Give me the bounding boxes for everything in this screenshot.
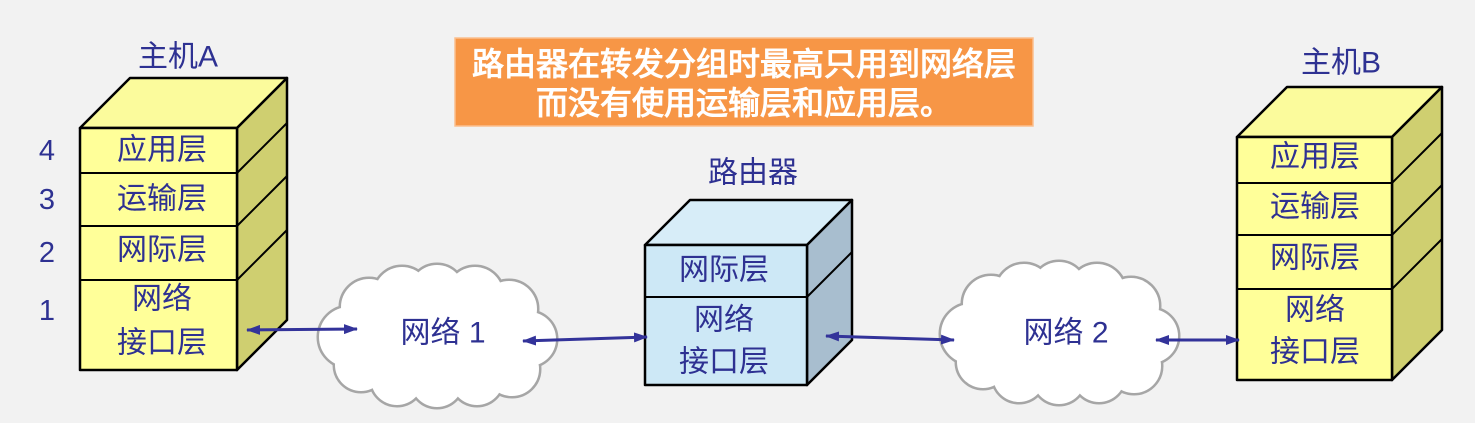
host-b-layer-divider (1237, 238, 1443, 290)
links (246, 324, 1240, 346)
router-network-interface-layer-line-1: 网络 (694, 304, 754, 337)
network-1-label: 网络 1 (400, 317, 485, 350)
router: 路由器 网际层 网络 接口层 (643, 157, 854, 387)
host-b-application-layer: 应用层 (1270, 141, 1360, 174)
host-a-transport-layer: 运输层 (117, 183, 207, 216)
host-b-network-interface-layer-line-1: 网络 (1285, 294, 1345, 327)
host-b: 主机B 应用层 运输层 网际层 网络 接口层 (1235, 47, 1444, 382)
host-b-layer-divider (1237, 184, 1443, 236)
router-layer-divider (645, 251, 853, 298)
router-label: 路由器 (708, 157, 798, 190)
host-a-layer-divider (80, 175, 288, 227)
host-a-side-face (235, 76, 289, 372)
host-b-text: 主机B 应用层 运输层 网际层 网络 接口层 (1270, 47, 1381, 369)
layer-number-2: 2 (39, 237, 55, 269)
router-text: 路由器 网际层 网络 接口层 (679, 157, 798, 379)
title-text-group: 路由器在转发分组时最高只用到网络层 而没有使用运输层和应用层。 (472, 46, 1016, 121)
arrow-router-network-2 (825, 331, 955, 345)
title-line-2: 而没有使用运输层和应用层。 (536, 85, 952, 121)
network-1: 网络 1 (319, 265, 556, 407)
layer-numbers: 4 3 2 1 (39, 135, 55, 327)
host-b-side-face (1390, 85, 1444, 382)
layer-number-3: 3 (39, 184, 55, 216)
host-b-transport-layer: 运输层 (1270, 191, 1360, 224)
router-front-face (643, 243, 809, 387)
host-a-text: 主机A 应用层 运输层 网际层 网络 接口层 (117, 41, 218, 360)
layer-number-1: 1 (39, 295, 55, 327)
router-internet-layer: 网际层 (679, 254, 769, 287)
layer-number-4: 4 (39, 135, 55, 167)
host-b-front-face (1235, 135, 1394, 382)
host-b-network-interface-layer-line-2: 接口层 (1270, 336, 1360, 369)
host-a-internet-layer: 网际层 (117, 234, 207, 267)
host-a-front-face (78, 126, 239, 372)
title-box-background (454, 37, 1034, 127)
host-b-layer-divider (1237, 132, 1443, 184)
host-a-layer-divider (80, 122, 288, 174)
title-box: 路由器在转发分组时最高只用到网络层 而没有使用运输层和应用层。 (454, 37, 1034, 127)
host-b-label: 主机B (1301, 47, 1381, 80)
title-line-1: 路由器在转发分组时最高只用到网络层 (472, 46, 1016, 82)
host-a-network-interface-layer-line-2: 接口层 (117, 327, 207, 360)
host-b-internet-layer: 网际层 (1270, 242, 1360, 275)
host-a-application-layer: 应用层 (117, 134, 207, 167)
arrow-network-1-router (522, 332, 648, 346)
host-a-network-interface-layer-line-1: 网络 (132, 283, 192, 316)
network-2-label: 网络 2 (1023, 317, 1108, 350)
arrow-host-a-network-1 (246, 324, 358, 335)
host-a-label: 主机A (138, 41, 218, 74)
router-network-interface-layer-line-2: 接口层 (679, 346, 769, 379)
host-a-layer-divider (80, 229, 288, 281)
host-a: 主机A 应用层 运输层 网际层 网络 接口层 (78, 41, 289, 372)
network-2: 网络 2 (941, 262, 1178, 404)
